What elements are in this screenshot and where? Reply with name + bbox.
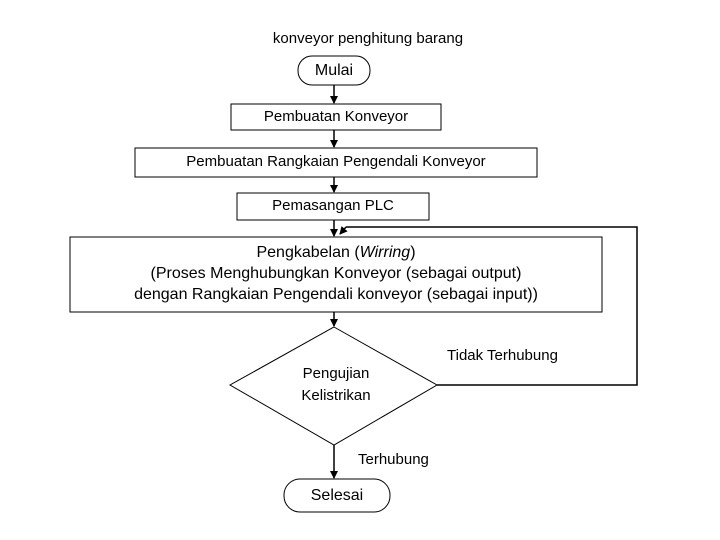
decision-line2: Kelistrikan [301, 387, 371, 404]
start-label: Mulai [314, 61, 354, 79]
step4-line2: (Proses Menghubungkan Konveyor (sebagai … [150, 265, 522, 283]
step4-process-shape [69, 236, 603, 313]
step4-line3: dengan Rangkaian Pengendali konveyor (se… [134, 285, 538, 303]
step2-process-shape [134, 147, 538, 178]
end-label: Selesai [310, 486, 364, 504]
step4-line1: Pengkabelan (Wirring) [256, 244, 416, 262]
step3-process-shape [236, 192, 430, 221]
diagram-title: konveyor penghitung barang [272, 30, 464, 47]
step4-label: Pengkabelan (Wirring) (Proses Menghubung… [70, 237, 602, 312]
end-terminator-shape [283, 478, 391, 513]
edge-label-not-connected: Tidak Terhubung [447, 347, 558, 364]
decision-line1: Pengujian [302, 365, 370, 383]
step2-label: Pembuatan Rangkaian Pengendali Konveyor [186, 153, 486, 171]
step3-label: Pemasangan PLC [272, 197, 394, 215]
feedback-loop-arrow [339, 226, 348, 235]
edge-label-connected: Terhubung [358, 451, 429, 468]
step1-process-shape [230, 103, 442, 131]
step1-label: Pembuatan Konveyor [263, 107, 409, 125]
feedback-loop-line [346, 226, 638, 386]
decision-label: Pengujian Kelistrikan [280, 360, 392, 410]
